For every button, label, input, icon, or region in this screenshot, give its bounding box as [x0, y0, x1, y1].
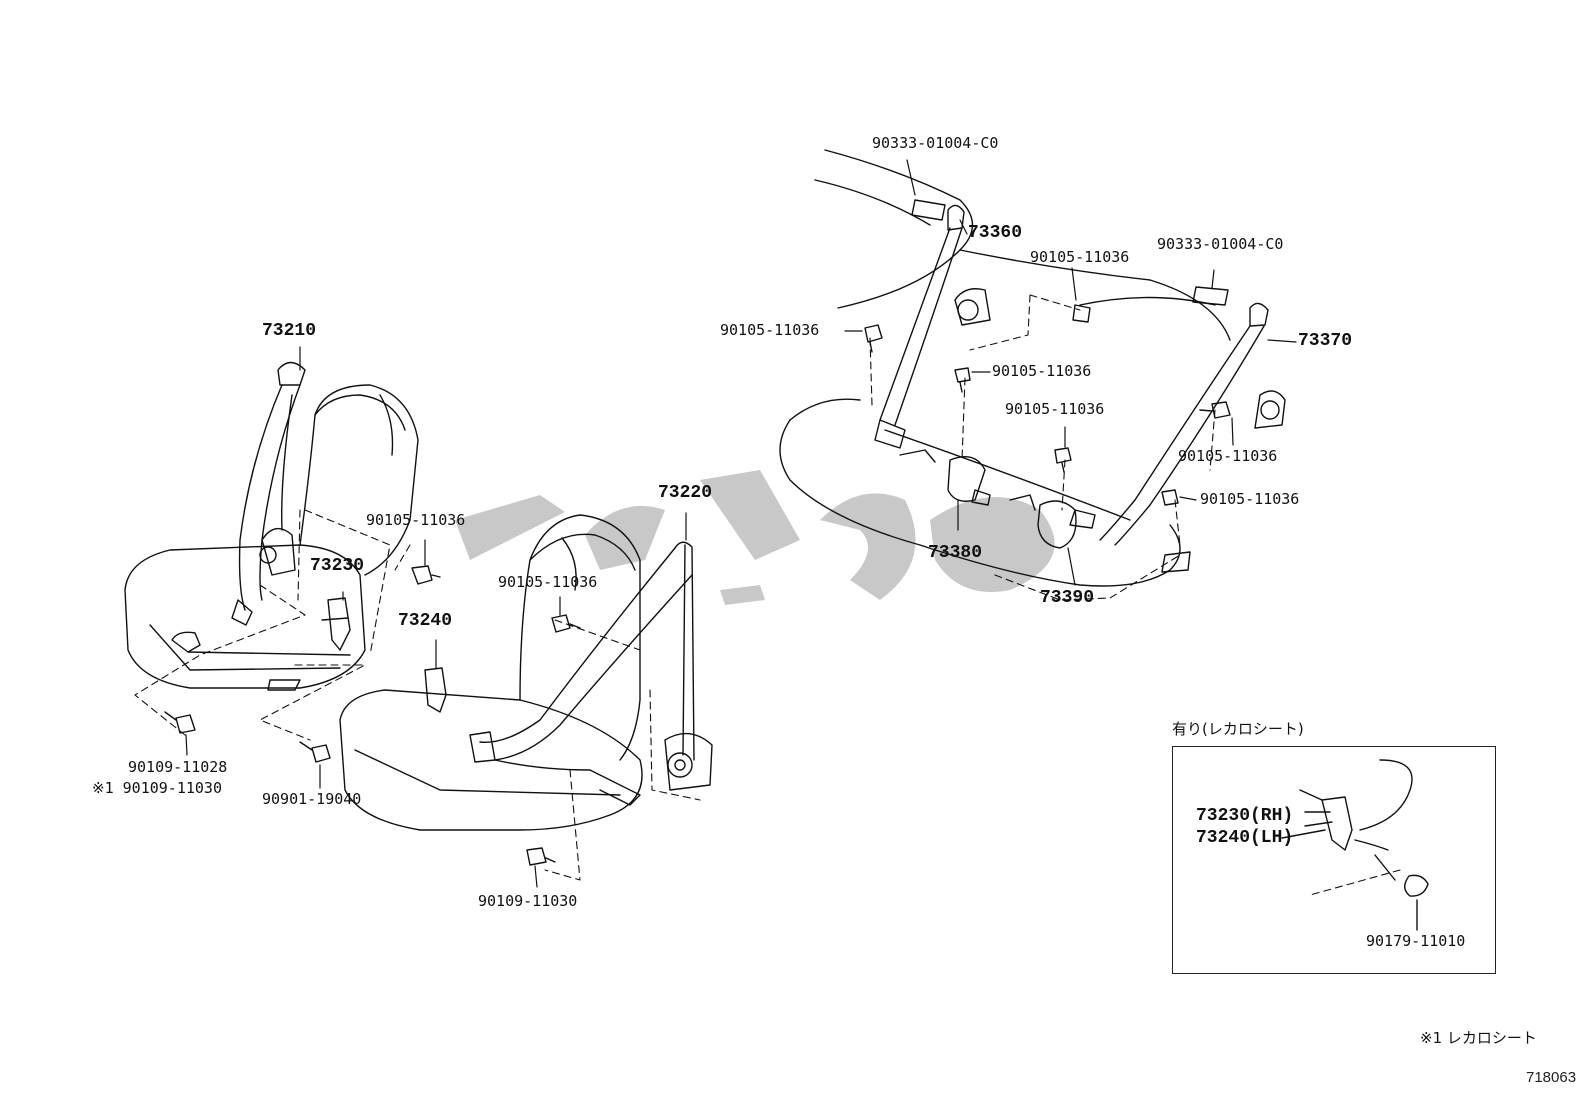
- label-bolt: 90105-11036: [1005, 400, 1105, 418]
- rear-parcel-shelf: [814, 149, 1231, 341]
- label-bolt: 90105-11036: [1178, 447, 1278, 465]
- recaro-seat-inset: [1172, 746, 1496, 974]
- label-90109-11030-note: ※1 90109-11030: [92, 779, 222, 797]
- label-cap-right: 90333-01004-C0: [1157, 235, 1284, 253]
- belt-73210: [231, 361, 306, 626]
- label-73390: 73390: [1040, 588, 1095, 608]
- label-73360: 73360: [968, 223, 1023, 243]
- label-bolt: 90105-11036: [366, 511, 466, 529]
- footnote: ※1 レカロシート: [1420, 1029, 1537, 1047]
- buckle-73390: [1009, 494, 1096, 549]
- label-bolt: 90105-11036: [1200, 490, 1300, 508]
- rear-seat-cushion: [779, 398, 1181, 587]
- diagram-reference-number: 718063: [1526, 1069, 1577, 1086]
- inset-label-rh: 73230(RH): [1196, 806, 1294, 826]
- label-73370: 73370: [1298, 331, 1353, 351]
- label-bolt: 90105-11036: [1030, 248, 1130, 266]
- label-73220: 73220: [658, 483, 713, 503]
- label-cap-left: 90333-01004-C0: [872, 134, 999, 152]
- leader-lines: [185, 159, 1297, 888]
- watermark-logo: [455, 470, 1055, 605]
- buckle-73380: [899, 449, 991, 506]
- label-90109-11030: 90109-11030: [478, 892, 578, 910]
- buckle-73240: [424, 667, 447, 713]
- label-73230: 73230: [310, 556, 365, 576]
- label-bolt: 90105-11036: [720, 321, 820, 339]
- inset-label-lh: 73240(LH): [1196, 828, 1294, 848]
- label-bolt: 90105-11036: [992, 362, 1092, 380]
- inset-label-nut: 90179-11010: [1366, 932, 1466, 950]
- buckle-73230: [321, 597, 351, 651]
- inset-title: 有り(レカロシート): [1172, 720, 1304, 738]
- label-90901-19040: 90901-19040: [262, 790, 362, 808]
- front-seat-center: [339, 514, 643, 831]
- assembly-lines: [134, 294, 1401, 896]
- inset-illustration: [1281, 759, 1429, 931]
- label-73210: 73210: [262, 321, 317, 341]
- belt-73370: [1099, 302, 1286, 573]
- belt-73220: [469, 541, 713, 806]
- lower-anchor-left: [171, 631, 351, 691]
- label-73380: 73380: [928, 543, 983, 563]
- label-73240: 73240: [398, 611, 453, 631]
- belt-73360: [874, 204, 991, 449]
- label-bolt: 90105-11036: [498, 573, 598, 591]
- bolt-icon: [164, 304, 1231, 866]
- front-seat-left: [124, 384, 419, 689]
- label-90109-11028: 90109-11028: [128, 758, 228, 776]
